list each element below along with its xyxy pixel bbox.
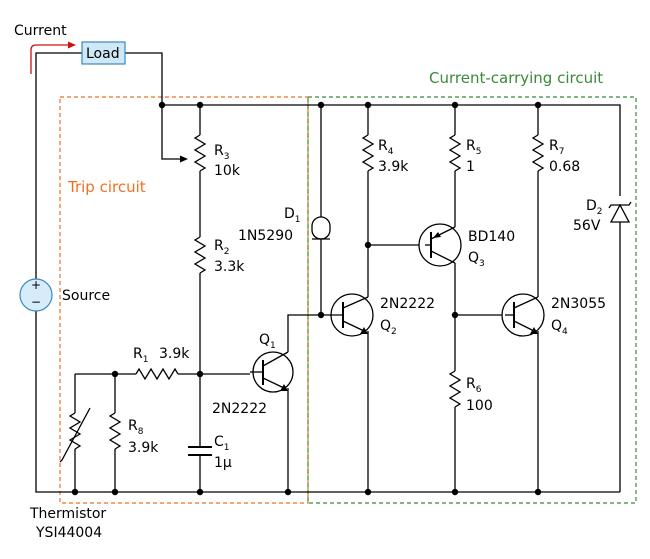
r2-ref: R2 (214, 238, 229, 257)
r1-value: 3.9k (159, 346, 190, 362)
q4-transistor (501, 293, 545, 337)
q1-transistor (250, 351, 294, 393)
load-box: Load (81, 41, 126, 65)
r5-resistor (448, 134, 462, 172)
q1-part: 2N2222 (212, 401, 267, 417)
r3-ref: R3 (214, 143, 229, 162)
r6-ref: R6 (466, 376, 482, 395)
c1-ref: C1 (214, 434, 230, 453)
q3-ref: Q3 (468, 250, 485, 269)
d2-zener (608, 201, 632, 223)
q4-ref: Q4 (551, 318, 568, 337)
trip-circuit-box (59, 96, 309, 504)
thermistor-part: YSI44004 (35, 525, 102, 541)
thermistor-name: Thermistor (29, 506, 106, 522)
q3-transistor (418, 223, 462, 267)
r3-value: 10k (214, 163, 241, 179)
r8-value: 3.9k (128, 440, 159, 456)
r2-resistor (193, 236, 207, 274)
trip-circuit-label: Trip circuit (67, 178, 146, 196)
current-arrow-head (68, 41, 76, 49)
current-label: Current (14, 23, 67, 39)
outer-loop-wires (35, 52, 620, 493)
thermistor (68, 412, 82, 450)
q2-part: 2N2222 (380, 296, 435, 312)
svg-text:+: + (31, 278, 41, 292)
r8-resistor (108, 412, 122, 450)
load-label: Load (86, 46, 120, 62)
q4-part: 2N3055 (551, 296, 606, 312)
q2-transistor (321, 293, 374, 337)
r8-ref: R8 (128, 418, 144, 437)
source-label: Source (62, 288, 110, 304)
d1-part: 1N5290 (238, 228, 293, 244)
r2-value: 3.3k (214, 259, 245, 275)
r4-value: 3.9k (378, 159, 409, 175)
r1-ref: R1 (133, 346, 148, 365)
r5-value: 1 (466, 159, 475, 175)
r4-resistor (361, 134, 375, 172)
r3-resistor (193, 134, 207, 172)
d1-diode (311, 216, 331, 240)
r6-value: 100 (466, 398, 493, 414)
current-carrying-label: Current-carrying circuit (429, 69, 603, 87)
q3-part: BD140 (468, 229, 515, 245)
d1-ref: D1 (284, 206, 301, 225)
thermistor-slash (59, 407, 91, 463)
r6-resistor (448, 370, 462, 408)
current-arrow (30, 44, 70, 74)
d2-ref: D2 (586, 198, 603, 217)
r7-resistor (531, 134, 545, 172)
r7-value: 0.68 (549, 159, 580, 175)
q1-ref: Q1 (259, 332, 276, 351)
current-carrying-box (307, 96, 637, 504)
c1-value: 1µ (214, 455, 232, 471)
q2-ref: Q2 (380, 318, 397, 337)
top-rail (162, 104, 621, 196)
junction-dots (71, 101, 542, 496)
r1-resistor (135, 367, 179, 381)
wiper-arrow-head (180, 155, 188, 163)
r4-ref: R4 (378, 138, 394, 157)
d2-value: 56V (573, 218, 601, 234)
svg-text:−: − (31, 295, 41, 309)
r7-ref: R7 (549, 138, 564, 157)
r5-ref: R5 (466, 138, 481, 157)
source-symbol: + − (19, 278, 53, 312)
